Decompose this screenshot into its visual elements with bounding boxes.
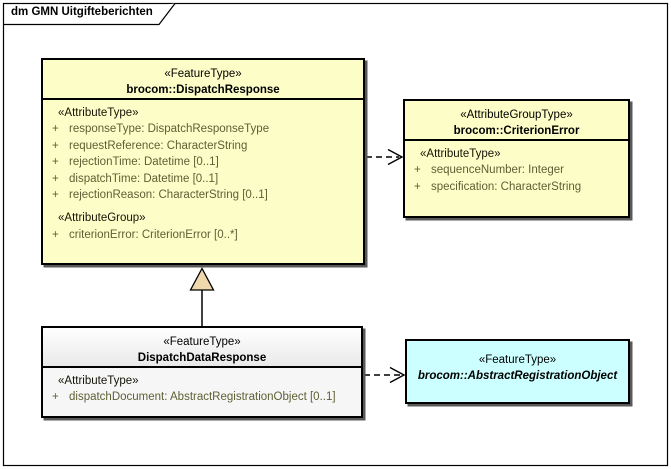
attributes-compartment: «AttributeType» + sequenceNumber: Intege…	[405, 141, 628, 216]
class-name: brocom::CriterionError	[453, 125, 580, 137]
class-stereotype: «FeatureType»	[163, 336, 241, 348]
attribute-text: responseType: DispatchResponseType	[69, 123, 270, 136]
class-name: brocom::AbstractRegistrationObject	[417, 370, 618, 382]
frame-title-tab	[3, 3, 176, 26]
attribute-row: + rejectionReason: CharacterString [0..1…	[49, 187, 357, 203]
attribute-text: dispatchDocument: AbstractRegistrationOb…	[69, 391, 336, 404]
visibility-plus: +	[52, 156, 59, 169]
attribute-group-label: «AttributeGroup»	[58, 212, 146, 225]
class-box-dispatch-data-response[interactable]: «FeatureType» DispatchDataResponse «Attr…	[41, 326, 363, 418]
generalization-triangle-icon	[189, 267, 215, 291]
frame-title: dm GMN Uitgifteberichten	[11, 6, 153, 18]
attribute-row: + responseType: DispatchResponseType	[49, 121, 357, 137]
attribute-text: sequenceNumber: Integer	[431, 164, 564, 177]
attributes-compartment: «AttributeType» + dispatchDocument: Abst…	[43, 368, 361, 416]
attribute-row: + requestReference: CharacterString	[49, 138, 357, 154]
visibility-plus: +	[52, 228, 59, 241]
dependency-arrow-criterion-error[interactable]	[366, 148, 404, 166]
attribute-row: + criterionError: CriterionError [0..*]	[49, 227, 357, 243]
class-header: «FeatureType» DispatchDataResponse	[43, 328, 361, 368]
attributes-compartment: «AttributeType» + responseType: Dispatch…	[43, 100, 363, 263]
visibility-plus: +	[414, 164, 421, 177]
attribute-row: + rejectionTime: Datetime [0..1]	[49, 154, 357, 170]
visibility-plus: +	[414, 180, 421, 193]
attribute-row: + sequenceNumber: Integer	[411, 162, 622, 178]
attribute-text: rejectionTime: Datetime [0..1]	[69, 156, 219, 169]
visibility-plus: +	[52, 391, 59, 404]
attribute-row: + dispatchTime: Datetime [0..1]	[49, 171, 357, 187]
class-stereotype: «FeatureType»	[478, 354, 557, 366]
dependency-arrow-abstract-registration-object[interactable]	[364, 366, 406, 384]
class-box-dispatch-response[interactable]: «FeatureType» brocom::DispatchResponse «…	[41, 58, 365, 265]
class-stereotype: «AttributeGroupType»	[460, 109, 573, 121]
attribute-type-label: «AttributeType»	[58, 107, 139, 119]
class-header: «FeatureType» brocom::DispatchResponse	[43, 60, 363, 100]
attribute-row: + specification: CharacterString	[411, 179, 622, 195]
class-box-abstract-registration-object[interactable]: «FeatureType» brocom::AbstractRegistrati…	[405, 339, 630, 404]
attribute-row: + dispatchDocument: AbstractRegistration…	[49, 389, 355, 405]
class-box-criterion-error[interactable]: «AttributeGroupType» brocom::CriterionEr…	[403, 99, 630, 218]
visibility-plus: +	[52, 123, 59, 136]
class-header: «FeatureType» brocom::AbstractRegistrati…	[407, 341, 628, 384]
class-stereotype: «FeatureType»	[164, 68, 242, 80]
attribute-text: dispatchTime: Datetime [0..1]	[69, 172, 219, 185]
open-arrowhead-icon	[387, 148, 404, 166]
class-header: «AttributeGroupType» brocom::CriterionEr…	[405, 101, 628, 141]
attribute-text: requestReference: CharacterString	[69, 139, 248, 152]
visibility-plus: +	[52, 189, 59, 202]
visibility-plus: +	[52, 172, 59, 185]
visibility-plus: +	[52, 139, 59, 152]
class-name: brocom::DispatchResponse	[126, 84, 280, 96]
attribute-text: rejectionReason: CharacterString [0..1]	[69, 189, 268, 202]
attribute-type-label: «AttributeType»	[58, 375, 139, 387]
attribute-type-label: «AttributeType»	[420, 148, 501, 160]
attribute-text: criterionError: CriterionError [0..*]	[69, 228, 238, 241]
attribute-text: specification: CharacterString	[431, 180, 582, 193]
generalization-arrow[interactable]	[189, 267, 215, 327]
open-arrowhead-icon	[389, 366, 406, 384]
class-name: DispatchDataResponse	[137, 352, 267, 364]
